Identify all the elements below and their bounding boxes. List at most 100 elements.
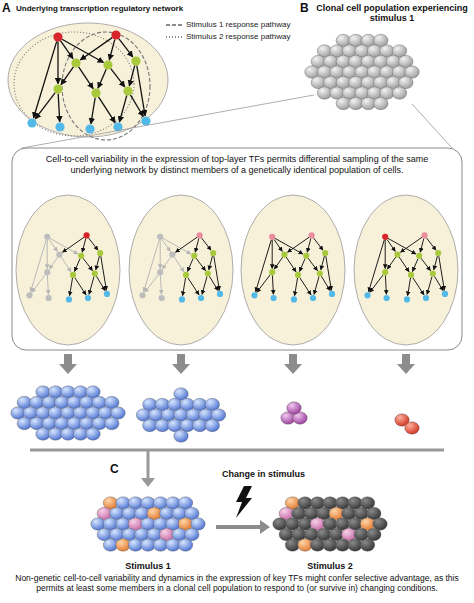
tf-node <box>78 253 84 259</box>
regulatory-arrow <box>99 97 116 123</box>
regulatory-arrow <box>176 237 198 252</box>
regulatory-arrow <box>91 98 95 124</box>
cell <box>155 419 169 431</box>
regulatory-arrow <box>49 239 57 251</box>
regulatory-arrow <box>408 278 411 296</box>
tf-node <box>66 296 72 302</box>
outcome-arrow <box>284 354 302 374</box>
merge-bar <box>147 450 150 480</box>
regulatory-arrow <box>111 69 125 87</box>
regulatory-arrow <box>196 258 205 270</box>
regulatory-arrow <box>75 259 81 272</box>
regulatory-arrow <box>35 93 55 119</box>
tf-node <box>303 253 309 259</box>
callout-panel: Cell-to-cell variability in the expressi… <box>12 148 462 350</box>
tf-node <box>103 60 112 69</box>
regulatory-arrow <box>209 276 218 291</box>
regulatory-arrow <box>98 69 106 88</box>
tf-node <box>46 295 52 301</box>
regulatory-arrow <box>183 278 186 296</box>
regulatory-arrow <box>307 239 311 253</box>
regulatory-arrow <box>129 65 135 86</box>
cell <box>323 539 337 551</box>
tf-node <box>198 295 204 301</box>
cell <box>178 539 192 551</box>
tf-node <box>70 272 76 278</box>
cell <box>361 97 375 109</box>
regulatory-arrow <box>370 275 384 293</box>
tf-node <box>44 269 50 275</box>
regulatory-arrow <box>89 238 99 250</box>
tf-node <box>430 270 436 276</box>
outcome-arrow <box>172 354 190 374</box>
cell <box>374 97 388 109</box>
regulatory-arrow <box>401 237 423 252</box>
outcome-arrow <box>59 354 77 374</box>
stimulus1-pathway-outline <box>62 32 150 140</box>
regulatory-arrow <box>427 277 432 295</box>
regulatory-arrow <box>321 256 325 270</box>
tf-node <box>217 291 223 297</box>
regulatory-arrow <box>413 278 424 295</box>
merge-bar <box>30 449 444 452</box>
tf-node <box>394 251 400 257</box>
regulatory-arrow <box>295 278 298 296</box>
regulatory-arrow <box>101 256 107 290</box>
cell <box>153 539 167 551</box>
cell <box>348 539 362 551</box>
tf-node <box>329 291 335 297</box>
regulatory-arrow <box>387 239 395 251</box>
regulatory-arrow <box>145 275 159 293</box>
cell <box>143 419 157 431</box>
tf-node <box>295 272 301 278</box>
regulatory-arrow <box>96 276 105 291</box>
tf-node <box>56 251 62 257</box>
cell-outline <box>241 195 345 345</box>
regulatory-arrow <box>274 239 282 251</box>
regulatory-arrow <box>57 42 58 84</box>
regulatory-arrow <box>49 257 57 269</box>
tf-node <box>322 250 328 256</box>
transition-arrow <box>216 525 262 529</box>
population-label: Stimulus 1 <box>103 561 193 571</box>
tf-node <box>141 116 150 125</box>
regulatory-arrow <box>58 94 60 122</box>
cell <box>103 539 117 551</box>
cell <box>335 539 349 551</box>
regulatory-arrow <box>195 239 199 253</box>
regulatory-arrow <box>308 258 317 270</box>
tf-node <box>205 270 211 276</box>
lightning-bolt <box>236 486 252 518</box>
tf-node <box>26 292 32 298</box>
tf-node <box>251 292 257 298</box>
regulatory-arrow <box>314 238 324 250</box>
regulatory-arrow <box>89 277 94 295</box>
outcome-arrow <box>397 354 415 374</box>
tf-node <box>85 124 94 133</box>
regulatory-arrow <box>80 38 112 60</box>
cell-outline <box>129 195 233 345</box>
regulatory-arrow <box>257 275 271 293</box>
regulatory-arrow <box>109 39 115 60</box>
tf-node <box>157 234 163 240</box>
tf-node <box>91 88 100 97</box>
cell-outline <box>8 23 168 137</box>
regulatory-arrow <box>387 257 395 269</box>
legend-sample <box>166 24 182 25</box>
tf-node <box>53 32 62 41</box>
regulatory-arrow <box>256 240 272 292</box>
regulatory-arrow <box>427 238 437 250</box>
cell <box>298 539 312 551</box>
tf-node <box>157 269 163 275</box>
transition-arrowhead <box>260 520 270 534</box>
panel-title: Clonal cell population experiencing stim… <box>314 3 470 23</box>
tf-node <box>53 84 62 93</box>
regulatory-arrow <box>144 240 160 292</box>
regulatory-arrow <box>434 256 438 270</box>
legend-item: Stimulus 1 response pathway <box>186 20 291 29</box>
regulatory-arrow <box>119 39 133 57</box>
tf-node <box>71 58 80 67</box>
callout-panel-outline <box>12 148 462 350</box>
